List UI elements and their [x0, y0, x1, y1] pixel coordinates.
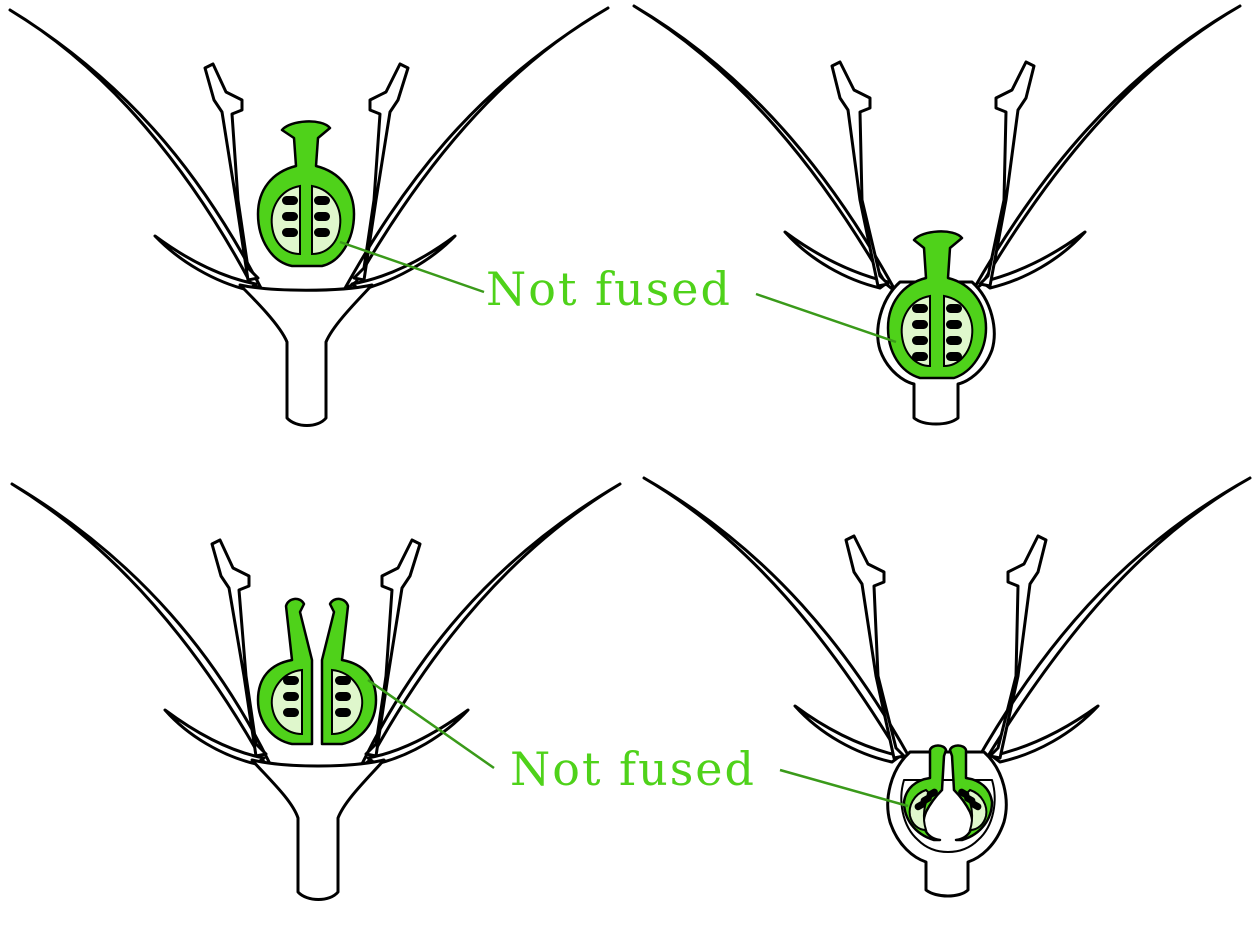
stamen-left: [844, 534, 906, 760]
ovule: [926, 788, 938, 799]
ovule: [912, 320, 928, 329]
ovule: [282, 212, 298, 221]
flower-bottom-left: [10, 482, 622, 901]
pistil: [256, 120, 356, 268]
ovule: [335, 676, 351, 685]
flower-top-left: [8, 6, 610, 427]
ovule: [946, 320, 962, 329]
ovule: [946, 352, 962, 361]
petal-right: [342, 6, 610, 292]
stamen-left: [210, 538, 268, 758]
locule-left: [270, 668, 303, 736]
ovule: [912, 352, 928, 361]
ovule: [282, 228, 298, 237]
receptacle: [238, 283, 374, 427]
ovule: [946, 304, 962, 313]
ovule: [970, 800, 982, 811]
ovule: [314, 228, 330, 237]
stamen-left: [830, 60, 890, 288]
ovule: [283, 676, 299, 685]
stamen-right: [978, 60, 1036, 288]
stamen-right: [352, 62, 410, 282]
ovule: [912, 336, 928, 345]
label-not-fused: Not fused: [510, 742, 756, 796]
locule-left: [900, 294, 931, 368]
sepal-right: [990, 704, 1100, 764]
locule-right: [331, 668, 364, 736]
ovule: [335, 708, 351, 717]
ovule: [946, 336, 962, 345]
locule-right: [943, 294, 974, 368]
stamen-right: [364, 538, 422, 758]
leader-line: [367, 678, 495, 770]
pistil: [886, 230, 988, 380]
ovule: [283, 708, 299, 717]
flower-top-right: [632, 4, 1242, 426]
petal-left: [8, 8, 264, 292]
leader-line: [779, 768, 909, 808]
petal-right: [358, 482, 622, 770]
label-not-fused: Not fused: [486, 262, 732, 316]
receptacle: [250, 758, 386, 901]
ovule: [283, 692, 299, 701]
ovule: [314, 212, 330, 221]
stamen-right: [988, 534, 1048, 760]
ovule: [912, 304, 928, 313]
leader-line: [755, 292, 897, 344]
leader-line: [339, 240, 485, 294]
stamen-left: [203, 62, 260, 282]
ovule: [335, 692, 351, 701]
petal-left: [10, 482, 274, 770]
flower-bottom-right: [642, 476, 1252, 898]
ovule: [282, 196, 298, 205]
ovule: [314, 196, 330, 205]
petal-left: [632, 4, 898, 294]
